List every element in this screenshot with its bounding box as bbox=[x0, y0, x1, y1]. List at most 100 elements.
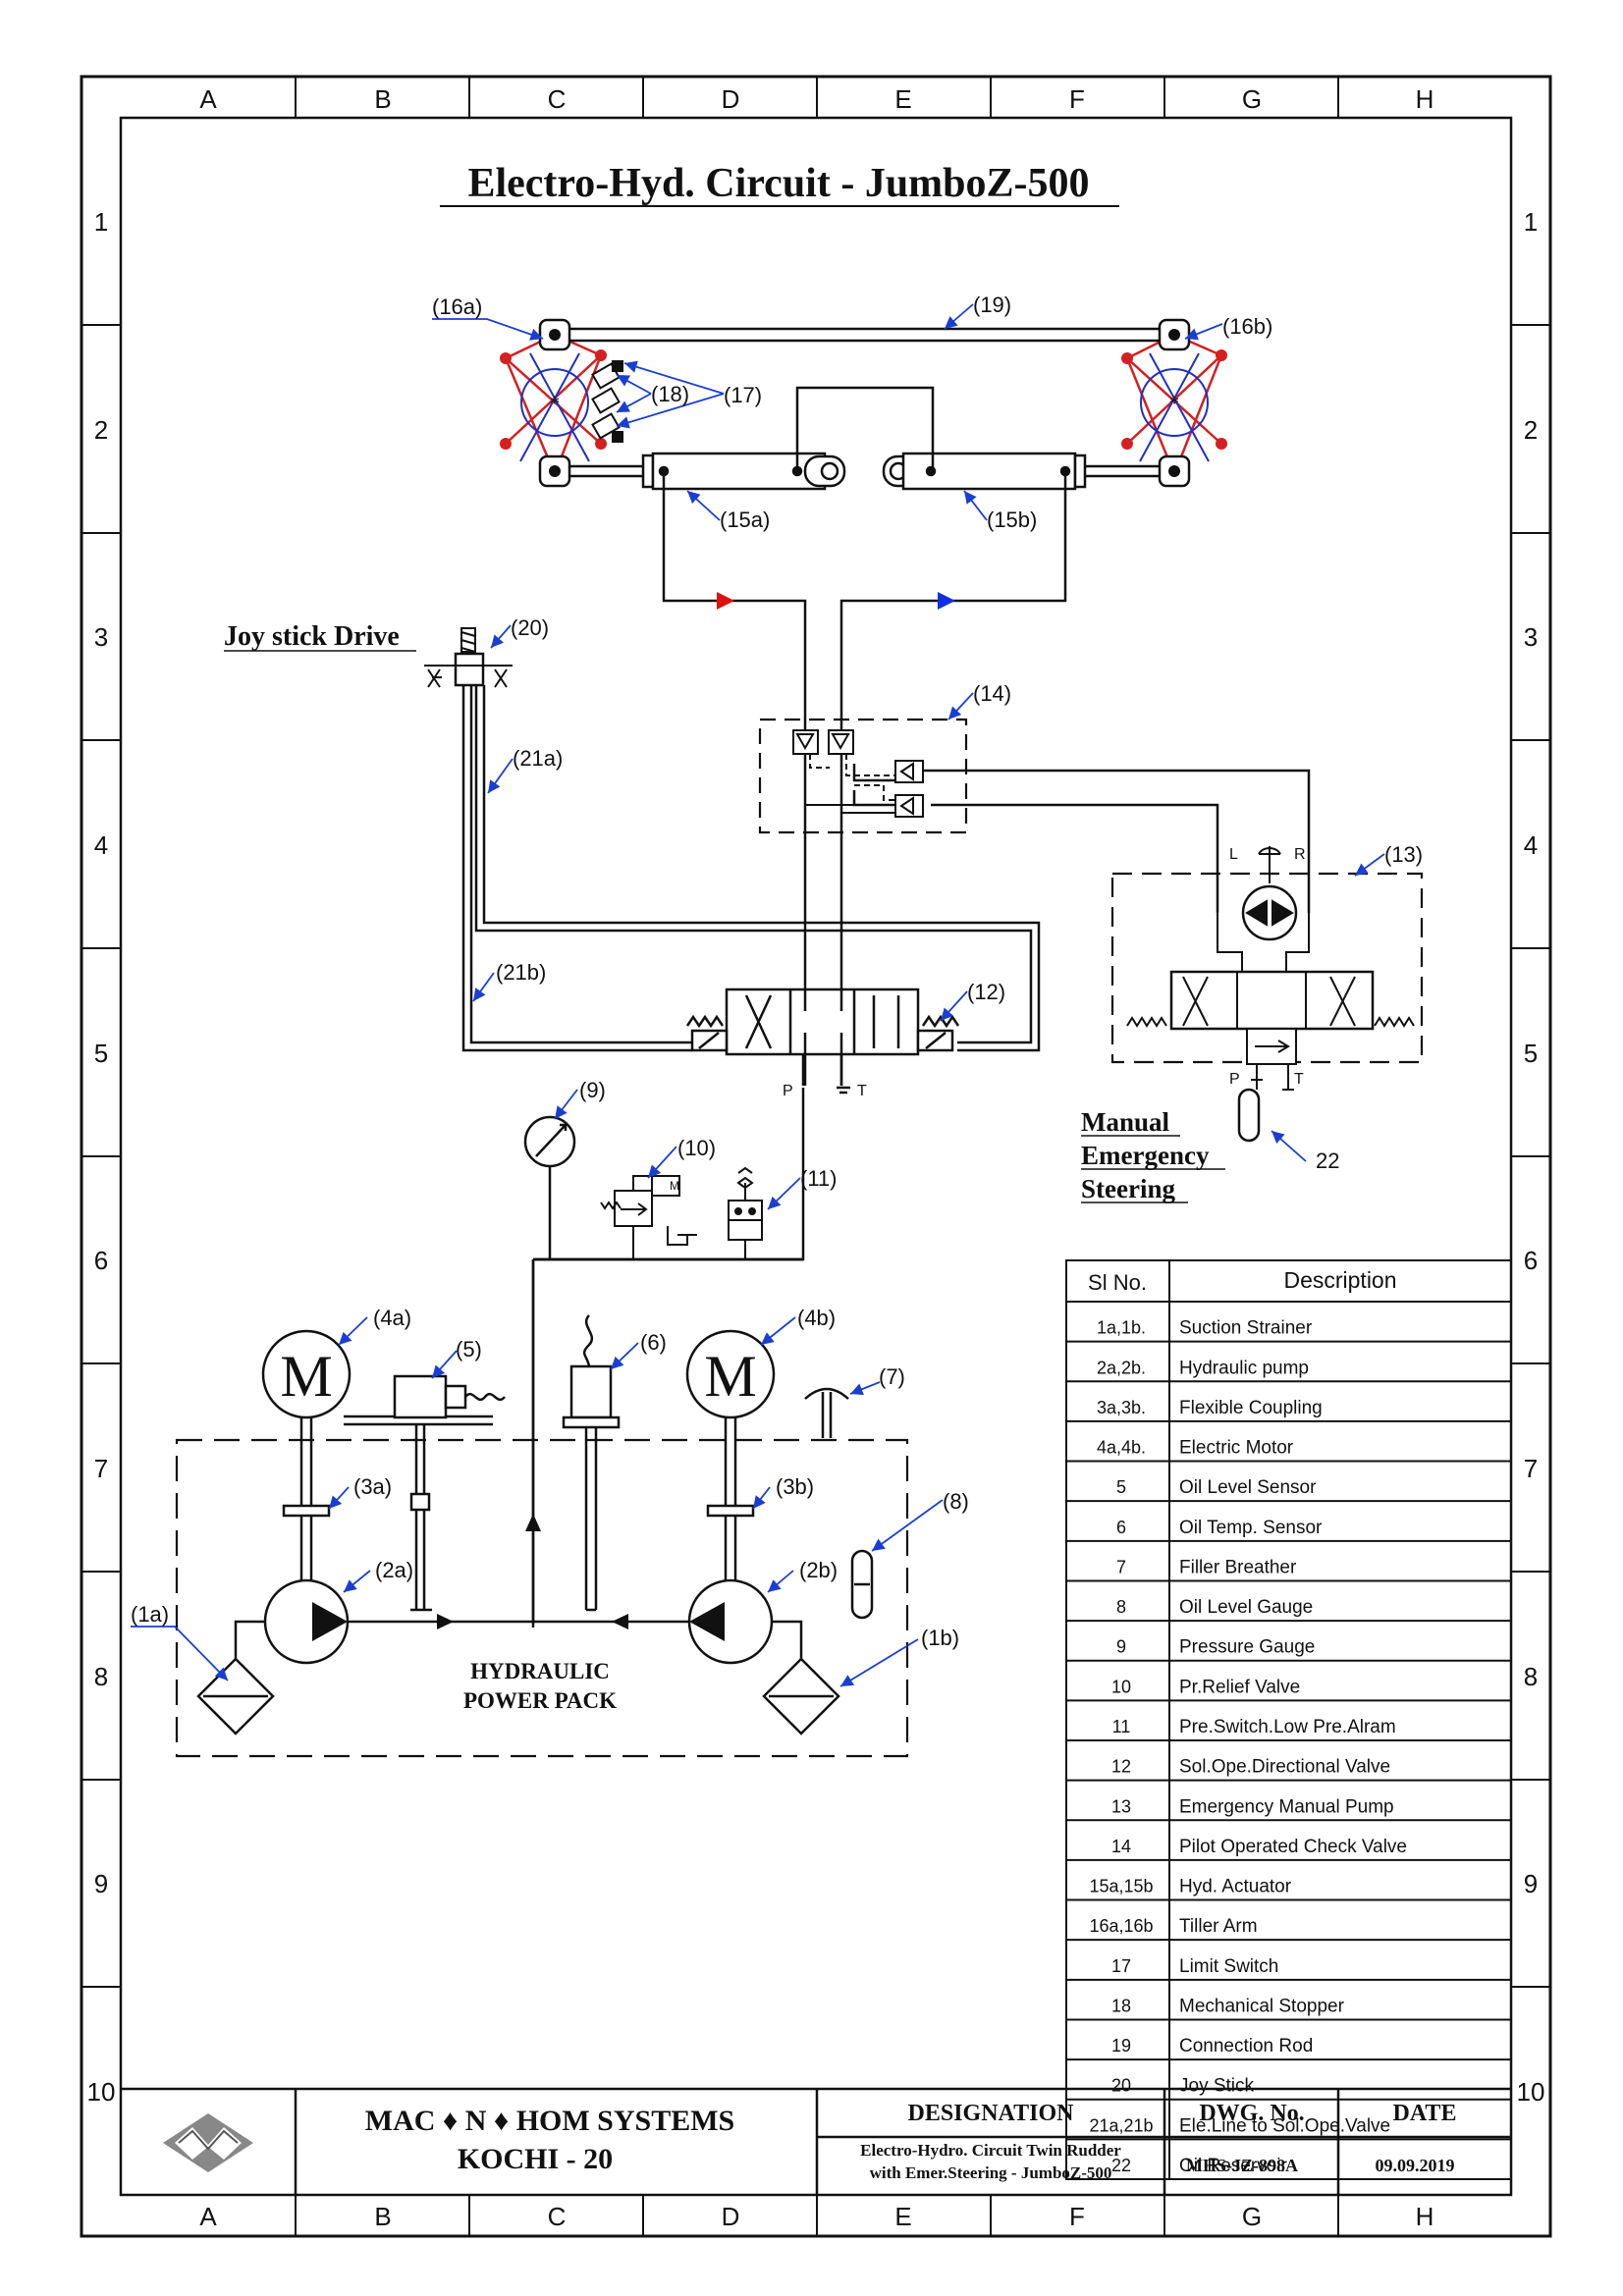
legend-row-number: 21a,21b bbox=[1089, 2115, 1153, 2135]
date-label: DATE bbox=[1393, 2101, 1457, 2126]
legend-row-number: 18 bbox=[1111, 1996, 1131, 2015]
limit-switch-and-stopper bbox=[591, 360, 623, 443]
legend-row-description: Mechanical Stopper bbox=[1179, 1996, 1345, 2016]
callout-15b: (15b) bbox=[987, 507, 1037, 532]
row-label-right: 4 bbox=[1524, 830, 1538, 860]
grid-column-labels: A B C D E F G H A B C D E F G H bbox=[199, 84, 1434, 2231]
grid-ticks bbox=[81, 77, 1550, 2236]
callout-17: (17) bbox=[724, 383, 762, 407]
legend-row-description: Pr.Relief Valve bbox=[1179, 1677, 1300, 1697]
legend-row-description: Pressure Gauge bbox=[1179, 1637, 1315, 1658]
manual-steering-label-3: Steering bbox=[1081, 1174, 1175, 1203]
legend-row-number: 8 bbox=[1116, 1597, 1126, 1617]
oil-level-gauge-8 bbox=[850, 1549, 874, 1620]
row-label-right: 9 bbox=[1524, 1869, 1538, 1898]
callout-7: (7) bbox=[879, 1364, 905, 1389]
motor-symbol-b: M bbox=[704, 1344, 756, 1409]
dwg-no-value: MHS-JZ-898A bbox=[1186, 2156, 1298, 2175]
tiller-arm-16b: * bbox=[1121, 318, 1227, 488]
legend-row-description: Sol.Ope.Directional Valve bbox=[1179, 1757, 1390, 1778]
manual-steering-underlines bbox=[1081, 1135, 1225, 1203]
legend-header-no: Sl No. bbox=[1088, 1270, 1147, 1295]
legend-row-number: 1a,1b. bbox=[1097, 1318, 1146, 1338]
col-label-top: B bbox=[374, 84, 391, 114]
power-pack-label-2: POWER PACK bbox=[463, 1688, 617, 1713]
emergency-port-label-t: T bbox=[1294, 1071, 1304, 1088]
relief-valve-m: M bbox=[670, 1179, 679, 1193]
date-value: 09.09.2019 bbox=[1376, 2156, 1455, 2175]
callout-13: (13) bbox=[1384, 842, 1423, 867]
callout-15a: (15a) bbox=[720, 507, 770, 532]
callout-leaders bbox=[131, 303, 1385, 1687]
connection-rod-19 bbox=[569, 327, 1160, 343]
legend-row-description: Hyd. Actuator bbox=[1179, 1877, 1292, 1897]
legend-row-description: Filler Breather bbox=[1179, 1557, 1297, 1577]
callout-22: 22 bbox=[1316, 1148, 1339, 1173]
row-label-left: 3 bbox=[94, 622, 108, 652]
actuator-cross-line bbox=[795, 386, 935, 471]
callout-16b: (16b) bbox=[1222, 314, 1272, 339]
legend-row-description: Oil Temp. Sensor bbox=[1179, 1518, 1323, 1538]
col-label-bottom: B bbox=[374, 2202, 391, 2231]
legend-row-number: 15a,15b bbox=[1089, 1877, 1153, 1896]
delivery-arrow-up bbox=[525, 1514, 541, 1531]
row-label-right: 6 bbox=[1524, 1246, 1538, 1275]
legend-row-description: Pre.Switch.Low Pre.Alram bbox=[1179, 1717, 1396, 1737]
electric-motor-4a: M bbox=[261, 1329, 352, 1419]
legend-row-description: Electric Motor bbox=[1179, 1438, 1294, 1459]
row-label-right: 5 bbox=[1524, 1039, 1538, 1068]
company-logo bbox=[163, 2113, 253, 2172]
callout-16a: (16a) bbox=[432, 294, 482, 319]
row-label-right: 7 bbox=[1524, 1454, 1538, 1483]
legend-row-number: 6 bbox=[1116, 1518, 1126, 1537]
col-label-top: E bbox=[894, 84, 911, 114]
legend-row-number: 2a,2b. bbox=[1097, 1358, 1146, 1377]
col-label-top: A bbox=[199, 84, 217, 114]
pilot-check-valve-14 bbox=[758, 718, 968, 834]
port-label-t: T bbox=[857, 1083, 867, 1099]
designation-line-1: Electro-Hydro. Circuit Twin Rudder bbox=[860, 2141, 1121, 2160]
col-label-bottom: E bbox=[894, 2202, 911, 2231]
callout-10: (10) bbox=[677, 1136, 716, 1160]
joystick-drive-label: Joy stick Drive bbox=[224, 621, 400, 652]
actuator-15b bbox=[882, 452, 1160, 491]
relief-valve-10 bbox=[600, 1175, 697, 1259]
legend-row-description: Oil Level Gauge bbox=[1179, 1597, 1313, 1618]
callout-12: (12) bbox=[967, 980, 1005, 1004]
col-label-top: D bbox=[722, 84, 740, 114]
legend-row-description: Joy Stick bbox=[1179, 2076, 1255, 2097]
joystick-20 bbox=[424, 627, 513, 688]
legend-row-description: Limit Switch bbox=[1179, 1956, 1278, 1977]
port-label-p: P bbox=[783, 1083, 793, 1099]
legend-row-number: 3a,3b. bbox=[1097, 1398, 1146, 1417]
designation-label: DESIGNATION bbox=[908, 2101, 1075, 2126]
delivery-arrow-a bbox=[437, 1614, 454, 1629]
row-label-right: 2 bbox=[1524, 415, 1538, 445]
legend-header-description: Description bbox=[1283, 1267, 1396, 1293]
company-city: KOCHI - 20 bbox=[458, 2143, 613, 2175]
emergency-port-label-p: P bbox=[1229, 1071, 1240, 1088]
legend-row-description: Tiller Arm bbox=[1179, 1916, 1258, 1937]
legend-row-description: Flexible Coupling bbox=[1179, 1398, 1323, 1418]
legend-row-description: Pilot Operated Check Valve bbox=[1179, 1837, 1407, 1857]
legend-row-description: Oil Reservoir bbox=[1179, 2156, 1287, 2176]
suction-strainer-1b bbox=[762, 1657, 840, 1735]
callout-2a: (2a) bbox=[375, 1558, 413, 1582]
col-label-top: C bbox=[548, 84, 567, 114]
callout-5: (5) bbox=[456, 1337, 482, 1362]
row-label-left: 1 bbox=[94, 207, 108, 237]
row-label-right: 10 bbox=[1517, 2077, 1545, 2107]
callout-8: (8) bbox=[943, 1489, 969, 1514]
legend-row-number: 13 bbox=[1111, 1796, 1131, 1816]
legend-row-description: Hydraulic pump bbox=[1179, 1358, 1309, 1378]
callout-3a: (3a) bbox=[353, 1474, 392, 1499]
row-label-left: 5 bbox=[94, 1039, 108, 1068]
callout-9: (9) bbox=[579, 1078, 606, 1102]
svg-text:*: * bbox=[550, 393, 560, 414]
legend-row-number: 17 bbox=[1111, 1956, 1131, 1976]
callout-2b: (2b) bbox=[799, 1558, 838, 1582]
row-label-left: 9 bbox=[94, 1869, 108, 1898]
directional-valve-12 bbox=[685, 988, 960, 1095]
